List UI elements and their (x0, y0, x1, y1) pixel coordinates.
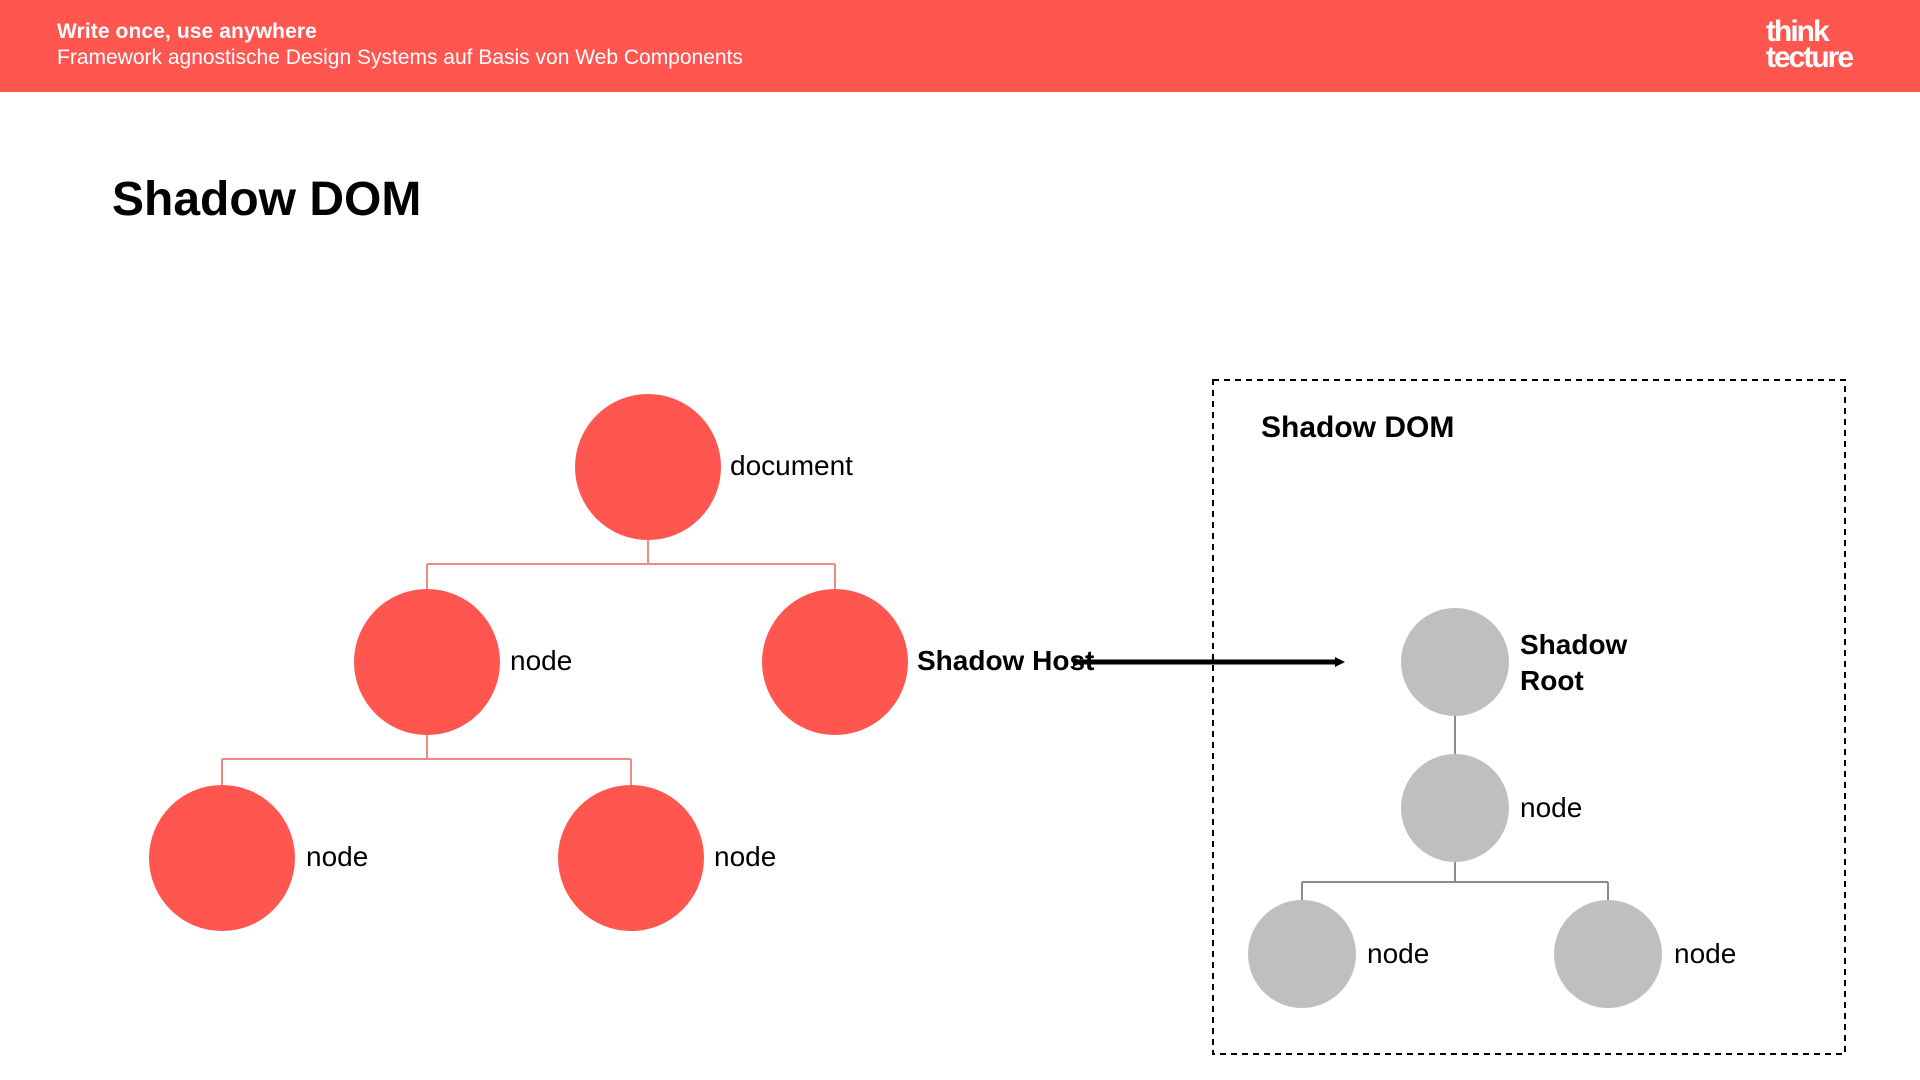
header-title: Write once, use anywhere (57, 20, 317, 43)
header-bar: Write once, use anywhere Framework agnos… (0, 0, 1920, 92)
shadow-leaf-left (1248, 900, 1356, 1008)
header-subtitle: Framework agnostische Design Systems auf… (57, 46, 743, 69)
tree-leaf-right (558, 785, 704, 931)
shadow-root-node (1401, 608, 1509, 716)
shadow-dom-box-title: Shadow DOM (1261, 411, 1454, 444)
shadow-host-node (762, 589, 908, 735)
leaf-right-label: node (714, 841, 776, 872)
document-node (575, 394, 721, 540)
tree-node-left (354, 589, 500, 735)
tree-leaf-left (149, 785, 295, 931)
shadow-mid-node (1401, 754, 1509, 862)
light-dom-connectors (221, 540, 836, 785)
shadow-leaf-left-label: node (1367, 938, 1429, 969)
shadow-dom-box (1212, 379, 1846, 1055)
logo-line-1: think (1766, 15, 1830, 48)
shadow-leaf-right-label: node (1674, 938, 1736, 969)
leaf-left-label: node (306, 841, 368, 872)
shadow-leaf-right (1554, 900, 1662, 1008)
shadow-root-label-line1: Shadow (1520, 629, 1628, 660)
logo-line-2: tecture (1766, 41, 1854, 74)
shadow-mid-node-label: node (1520, 792, 1582, 823)
shadow-host-label: Shadow Host (917, 645, 1094, 676)
document-label: document (730, 450, 853, 481)
thinktecture-logo: think tecture (1766, 15, 1876, 74)
shadow-root-label-line2: Root (1520, 665, 1584, 696)
shadow-dom-connectors (1301, 716, 1609, 902)
page-title: Shadow DOM (112, 173, 422, 226)
left-node-label: node (510, 645, 572, 676)
